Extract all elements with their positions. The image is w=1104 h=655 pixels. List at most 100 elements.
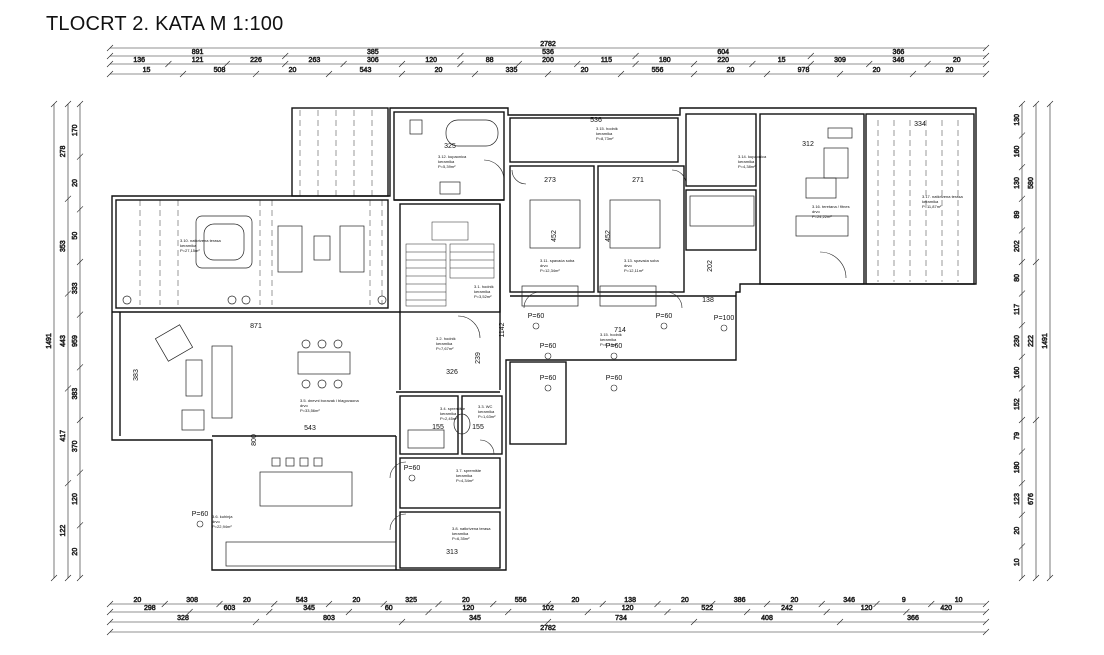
dim-top-row3-tick	[165, 60, 172, 68]
dim-top-row3-label: 15	[778, 57, 786, 64]
dim-bottom-row2-label: 60	[385, 605, 393, 612]
dim-top-row4-tick	[398, 70, 406, 78]
dim-top-row4-tick	[252, 70, 260, 78]
dim-bottom-row2-label: 242	[781, 605, 793, 612]
room-name: 3.13. spavaća soba	[624, 258, 659, 263]
dim-top-row4-label: 556	[652, 67, 664, 74]
dim-left-total-label: 1491	[46, 333, 53, 349]
dim-bottom-row3-label: 345	[469, 615, 481, 622]
room-area: P=4,34m²	[456, 478, 474, 483]
dim-right-inner-label: 180	[1014, 461, 1021, 473]
dim-left-inner-label: 20	[72, 548, 79, 556]
interior-dimension-label: 326	[446, 369, 458, 376]
opening-marker-circle	[408, 474, 416, 482]
dim-right-inner-tick	[1018, 416, 1026, 424]
opening-marker-label: P=60	[404, 465, 421, 472]
dim-top-row3-tick	[457, 60, 464, 68]
room-name: 3.7. spremište	[456, 468, 482, 473]
dim-top-row4-label: 20	[727, 67, 735, 74]
dim-left-mid-tick	[64, 100, 72, 108]
interior-dimension-label: 714	[614, 327, 626, 334]
interior-dimension-label: 452	[605, 230, 612, 242]
dim-bottom-row1-tick	[544, 600, 552, 608]
dim-top-row3-tick	[106, 60, 114, 68]
dim-bottom-row3-label: 366	[907, 615, 919, 622]
dim-bottom-row1-tick	[818, 600, 825, 608]
dim-bottom-row2-label: 603	[224, 605, 236, 612]
dim-right-mid-tick	[1032, 258, 1040, 266]
dim-top-row3-label: 115	[601, 57, 612, 64]
interior-dimension-label: 313	[446, 549, 458, 556]
dim-bottom-row2-label: 120	[463, 605, 475, 612]
dim-top-row3-label: 220	[717, 57, 729, 64]
dim-top-row3-tick	[749, 60, 756, 68]
opening-marker-circle	[610, 384, 618, 392]
dim-bottom-row1-label: 20	[243, 597, 251, 604]
dim-top-row4-label: 15	[143, 67, 151, 74]
dim-top-row2-tick	[281, 52, 289, 60]
opening-marker-label: P=60	[540, 375, 557, 382]
furniture	[122, 119, 853, 567]
dim-bottom-row1-label: 20	[790, 597, 798, 604]
dim-bottom-row2-tick	[743, 608, 751, 616]
room-name: 3.8. natkrivena terasa	[452, 526, 491, 531]
room-name: 3.16. teretana / fitnes	[812, 204, 850, 209]
opening-marker-circle	[544, 352, 552, 360]
dim-top-row4-tick	[179, 70, 187, 78]
room-name: 3.12. kupaonica	[438, 154, 467, 159]
room-area: P=8,73m²	[596, 136, 614, 141]
room-name: 3.11. spavaća soba	[540, 258, 575, 263]
dim-bottom-row3-label: 803	[323, 615, 335, 622]
dim-right-mid-tick	[1032, 416, 1040, 424]
room-floor: keramika	[474, 289, 491, 294]
room-area: P=1,63m²	[478, 414, 496, 419]
dim-top-row3-tick	[924, 60, 931, 68]
room-area: P=2,45m²	[440, 416, 458, 421]
room-floor: keramika	[922, 199, 939, 204]
dim-top-row4-tick	[836, 70, 844, 78]
dim-bottom-row2-tick	[584, 608, 592, 616]
dim-left-inner-tick	[76, 206, 84, 213]
dim-top-total-tick	[982, 44, 990, 52]
dim-bottom-row1-label: 20	[571, 597, 579, 604]
dim-top-row4-label: 20	[289, 67, 297, 74]
dim-top-row2-label: 385	[367, 49, 379, 56]
room-name: 3.3. WC	[478, 404, 493, 409]
interior-dimension-label: 536	[590, 117, 602, 124]
dim-top-row2-label: 366	[893, 49, 905, 56]
room-floor: keramika	[456, 473, 473, 478]
dim-right-inner-label: 230	[1014, 335, 1021, 347]
dim-top-row3-label: 200	[542, 57, 554, 64]
dim-left-mid-tick	[64, 479, 72, 487]
dim-bottom-row1-label: 20	[681, 597, 689, 604]
dim-bottom-row1-tick	[435, 600, 442, 608]
dim-bottom-row1-tick	[654, 600, 661, 608]
dim-right-inner-tick	[1018, 574, 1026, 582]
room-floor: drvo	[540, 263, 549, 268]
dim-top-row4-label: 978	[798, 67, 810, 74]
dim-right-inner-tick	[1018, 195, 1026, 203]
interior-dimension-label: 202	[707, 260, 714, 272]
dim-bottom-row3-label: 328	[177, 615, 189, 622]
dim-right-inner-label: 130	[1014, 114, 1021, 126]
room-floor: keramika	[440, 411, 457, 416]
room-area: P=33,56m²	[300, 408, 320, 413]
dim-bottom-row1-label: 543	[296, 597, 308, 604]
interior-dimension-label: 334	[914, 121, 926, 128]
dim-top-row3-tick	[398, 60, 406, 68]
walls	[111, 107, 977, 571]
dim-bottom-row2-label: 298	[144, 605, 156, 612]
room-floor: keramika	[596, 131, 613, 136]
dim-right-inner-label: 160	[1014, 145, 1021, 157]
room-floor: keramika	[600, 337, 617, 342]
dim-left-inner-tick	[76, 522, 84, 529]
dim-bottom-row2-label: 120	[622, 605, 634, 612]
dim-bottom-row3-label: 408	[761, 615, 773, 622]
